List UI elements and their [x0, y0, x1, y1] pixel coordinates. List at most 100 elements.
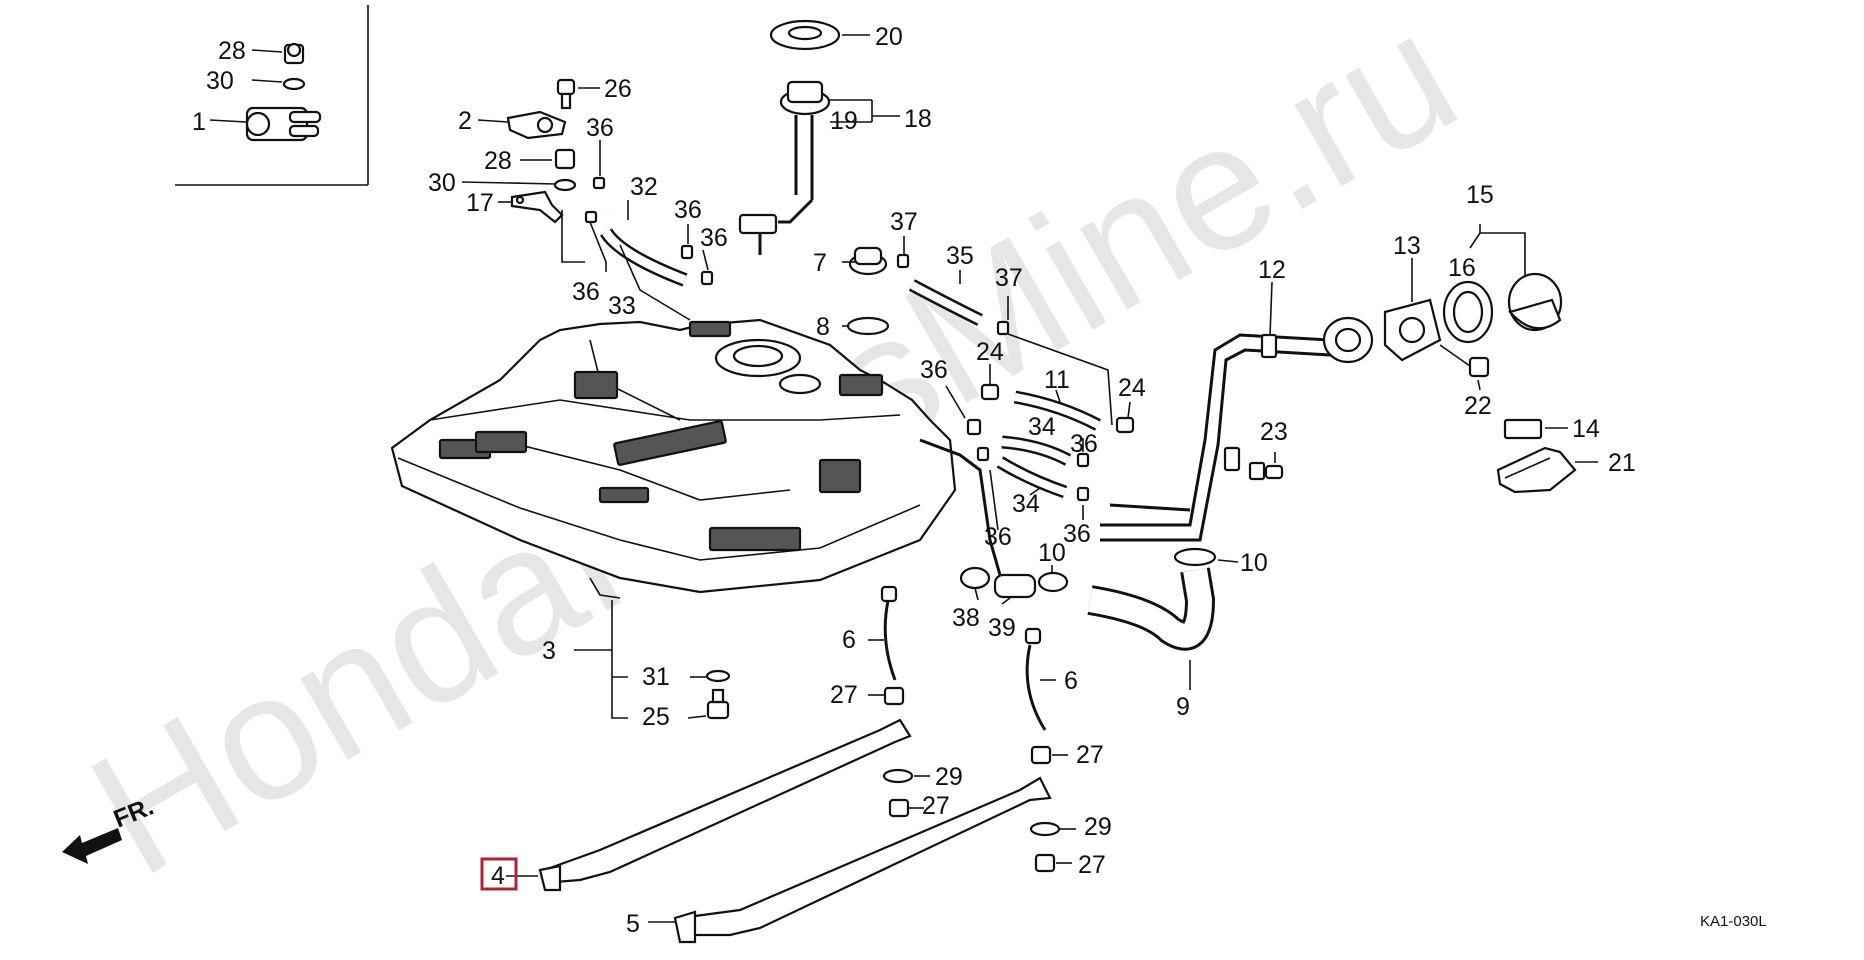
part-bolt-25[interactable]: [706, 688, 730, 720]
callout-22[interactable]: 22: [1464, 392, 1492, 420]
callout-39[interactable]: 39: [988, 614, 1016, 642]
part-hose-35[interactable]: [908, 279, 983, 326]
callout-23[interactable]: 23: [1260, 418, 1288, 446]
callout-38[interactable]: 38: [952, 604, 980, 632]
part-washer-30[interactable]: [553, 178, 577, 192]
callout-4[interactable]: 4: [491, 862, 505, 890]
callout-7[interactable]: 7: [813, 249, 827, 277]
callout-6-a[interactable]: 6: [842, 626, 856, 654]
part-hose-33[interactable]: [600, 227, 688, 287]
part-washer-31[interactable]: [705, 669, 731, 683]
part-strap-4[interactable]: [538, 718, 912, 892]
part-washer-29-b[interactable]: [1029, 821, 1061, 837]
part-filler-pipe-12[interactable]: [1100, 316, 1374, 542]
callout-3[interactable]: 3: [542, 637, 556, 665]
part-clip-36-a[interactable]: [592, 176, 606, 190]
callout-34-b[interactable]: 34: [1012, 490, 1040, 518]
part-clip-36-g[interactable]: [1076, 486, 1090, 502]
callout-9[interactable]: 9: [1176, 693, 1190, 721]
callout-30[interactable]: 30: [428, 169, 456, 197]
part-clamp-24-a[interactable]: [980, 383, 1000, 401]
callout-28-inset[interactable]: 28: [218, 37, 246, 65]
callout-10-a[interactable]: 10: [1038, 539, 1066, 567]
callout-10-b[interactable]: 10: [1240, 549, 1268, 577]
part-clip-36-f[interactable]: [1076, 452, 1090, 468]
part-valve-2[interactable]: [506, 110, 567, 140]
part-hose-11[interactable]: [1013, 390, 1102, 431]
callout-36-g[interactable]: 36: [1063, 520, 1091, 548]
callout-36-b[interactable]: 36: [674, 196, 702, 224]
callout-27-a[interactable]: 27: [830, 681, 858, 709]
part-hose-34-b[interactable]: [996, 456, 1068, 499]
part-clip-36-c[interactable]: [700, 270, 714, 286]
callout-24-a[interactable]: 24: [976, 338, 1004, 366]
callout-31[interactable]: 31: [642, 663, 670, 691]
part-bracket-17[interactable]: [510, 190, 564, 224]
callout-17[interactable]: 17: [466, 189, 494, 217]
callout-18[interactable]: 18: [904, 105, 932, 133]
callout-32[interactable]: 32: [630, 173, 658, 201]
callout-30-inset[interactable]: 30: [206, 67, 234, 95]
callout-29-a[interactable]: 29: [935, 763, 963, 791]
callout-34-a[interactable]: 34: [1028, 413, 1056, 441]
part-clamp-10-b[interactable]: [1173, 547, 1217, 567]
part-clip-37-b[interactable]: [996, 320, 1010, 336]
part-nut-27-d[interactable]: [1034, 853, 1056, 873]
part-bolt-26[interactable]: [556, 78, 576, 110]
callout-36-h[interactable]: 36: [984, 523, 1012, 551]
part-clip-37-a[interactable]: [896, 253, 910, 269]
callout-24-b[interactable]: 24: [1118, 374, 1146, 402]
callout-36-e[interactable]: 36: [920, 356, 948, 384]
part-washer-30-inset[interactable]: [282, 77, 306, 91]
part-nut-22[interactable]: [1468, 356, 1490, 378]
part-fuel-pump-unit-18[interactable]: [738, 80, 831, 255]
callout-27-d[interactable]: 27: [1078, 851, 1106, 879]
callout-14[interactable]: 14: [1572, 415, 1600, 443]
part-hose-32[interactable]: [604, 206, 673, 264]
part-clip-38[interactable]: [959, 566, 991, 590]
part-gasket-8[interactable]: [846, 316, 890, 336]
part-cover-21[interactable]: [1496, 446, 1577, 494]
callout-36-d[interactable]: 36: [572, 278, 600, 306]
callout-8[interactable]: 8: [816, 313, 830, 341]
callout-27-c[interactable]: 27: [922, 792, 950, 820]
callout-13[interactable]: 13: [1393, 232, 1421, 260]
part-filler-cap-15[interactable]: [1507, 272, 1563, 332]
part-nut-27-b[interactable]: [888, 798, 910, 818]
part-bolt-6-b[interactable]: [1024, 627, 1047, 731]
callout-12[interactable]: 12: [1258, 256, 1286, 284]
callout-11[interactable]: 11: [1044, 366, 1070, 394]
part-plate-13[interactable]: [1383, 298, 1442, 362]
callout-2[interactable]: 2: [458, 107, 472, 135]
callout-21[interactable]: 21: [1608, 449, 1636, 477]
part-washer-29-a[interactable]: [882, 768, 914, 784]
callout-1[interactable]: 1: [192, 108, 206, 136]
part-hose-39[interactable]: [993, 573, 1037, 599]
callout-15[interactable]: 15: [1466, 181, 1494, 209]
part-fuel-tank-3[interactable]: [390, 318, 957, 599]
callout-25[interactable]: 25: [642, 703, 670, 731]
callout-6-b[interactable]: 6: [1064, 667, 1078, 695]
part-nut-28-inset[interactable]: [283, 42, 305, 65]
part-bolt-6-a[interactable]: [880, 585, 898, 681]
part-clamp-24-b[interactable]: [1115, 416, 1135, 434]
part-hose-34-a[interactable]: [1001, 435, 1072, 466]
callout-29-b[interactable]: 29: [1084, 813, 1112, 841]
part-clip-36-h[interactable]: [976, 446, 990, 462]
callout-16[interactable]: 16: [1448, 254, 1476, 282]
part-nut-27-c[interactable]: [1030, 745, 1052, 765]
callout-20[interactable]: 20: [875, 23, 903, 51]
callout-28[interactable]: 28: [484, 147, 512, 175]
part-clip-36-d[interactable]: [584, 210, 598, 224]
callout-35[interactable]: 35: [946, 242, 974, 270]
callout-26[interactable]: 26: [604, 75, 632, 103]
callout-33[interactable]: 33: [608, 292, 636, 320]
part-clip-36-b[interactable]: [680, 244, 694, 260]
part-fuel-valve-1[interactable]: [245, 106, 322, 142]
callout-27-b[interactable]: 27: [1076, 741, 1104, 769]
callout-5[interactable]: 5: [626, 910, 640, 938]
part-gasket-16[interactable]: [1442, 280, 1494, 344]
callout-19[interactable]: 19: [830, 107, 858, 135]
part-pad-14[interactable]: [1503, 418, 1543, 440]
part-cap-7[interactable]: [848, 246, 888, 276]
